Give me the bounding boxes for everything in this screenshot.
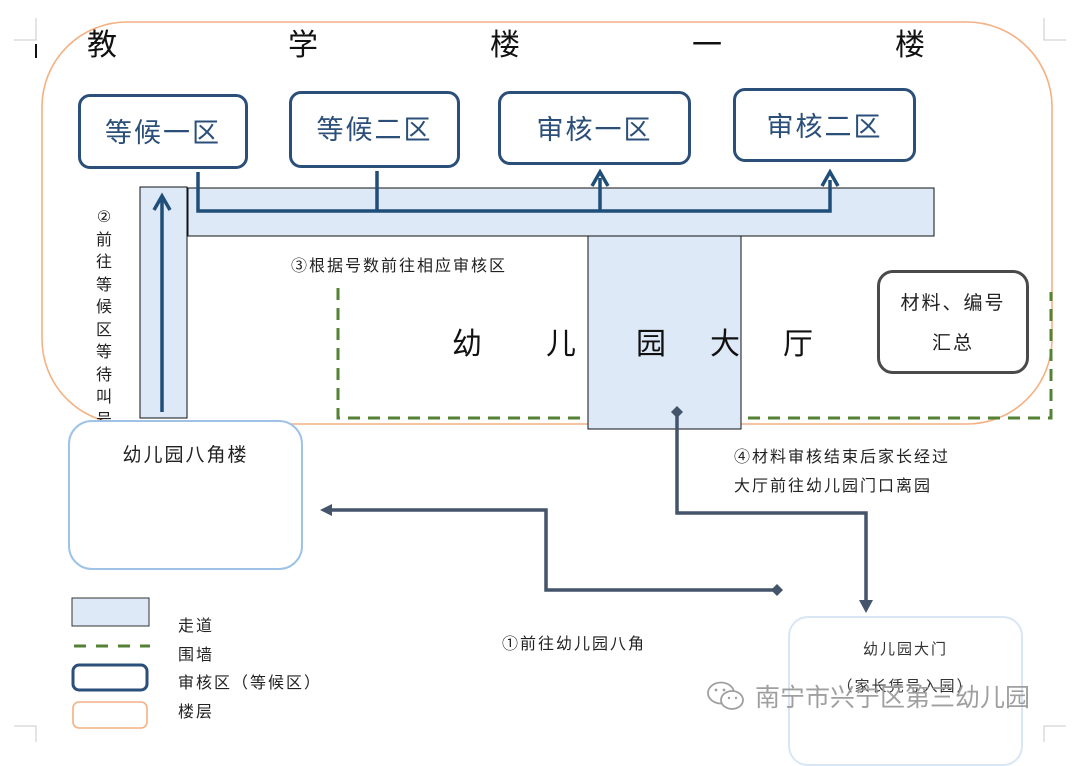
floor-outline: [41, 21, 1053, 425]
bajiao-label: 幼儿园八角楼: [122, 444, 249, 466]
step2-char: ②: [96, 207, 112, 226]
zone-label: 等候一区: [105, 118, 221, 149]
zone-review-2: 审核二区: [733, 88, 916, 162]
zone-route-lines: [196, 171, 832, 213]
legend-wall-label: 围墙: [178, 645, 215, 664]
step2-char: 往: [95, 252, 112, 271]
arrow-up-icon: [820, 168, 840, 187]
zone-waiting-1: 等候一区: [78, 94, 248, 169]
step2-char: 等: [95, 274, 112, 294]
legend-floor-swatch: [72, 701, 148, 729]
legend-corridor-swatch: [71, 597, 150, 627]
step2-label: ② 前 往 等 候 区 等 待 叫 号: [94, 206, 114, 431]
zone-label: 审核一区: [536, 115, 653, 146]
page-corner-mark: [14, 18, 37, 41]
gate-label: 幼儿园大门: [862, 640, 948, 658]
gate-sublabel: （家长凭号入园）: [837, 677, 974, 695]
legend-zone-swatch: [71, 663, 149, 692]
step2-char: 候: [95, 297, 112, 316]
bajiao-building: 幼儿园八角楼: [68, 420, 303, 570]
corridor-hall: [587, 235, 742, 430]
page-corner-mark: [1043, 725, 1066, 742]
step2-char: 等: [95, 342, 112, 361]
summary-line2: 汇总: [931, 332, 974, 354]
hall-char: 儿: [546, 327, 576, 362]
hall-char: 幼: [452, 327, 482, 362]
route-step1: [328, 508, 775, 592]
floor-title-char: 教: [87, 28, 117, 63]
hall-char: 大: [710, 327, 740, 362]
page-corner-mark: [1043, 18, 1066, 41]
summary-box: 材料、编号 汇总: [877, 270, 1029, 374]
step2-char: 待: [95, 364, 112, 384]
step3-label: ③根据号数前往相应审核区: [291, 256, 508, 275]
diamond-start-icon: [671, 406, 683, 418]
step4-label-line2: 大厅前往幼儿园门口离园: [734, 476, 933, 495]
watermark-text: 南宁市兴宁区第三幼儿园: [755, 683, 1031, 712]
step4-label-line1: ④材料审核结束后家长经过: [734, 447, 951, 466]
step2-char: 前: [95, 229, 112, 249]
step1-label: ①前往幼儿园八角: [502, 634, 647, 653]
diagram-canvas: [14, 18, 1066, 742]
zone-review-1: 审核一区: [498, 91, 691, 165]
floor-title-char: 楼: [895, 28, 925, 63]
legend-corridor-label: 走道: [178, 616, 215, 635]
watermark: 南宁市兴宁区第三幼儿园: [705, 676, 1030, 716]
floor-title-char: 学: [288, 28, 318, 63]
arrow-up-icon: [152, 192, 172, 211]
summary-line1: 材料、编号: [900, 292, 1006, 314]
arrow-left-icon: [320, 504, 332, 516]
hall-char: 园: [636, 327, 666, 362]
arrow-down-icon: [859, 600, 873, 613]
floor-title-char: 楼: [490, 28, 520, 63]
floor-title: 教 学 楼 一 楼: [60, 26, 1000, 66]
zone-label: 等候二区: [316, 115, 433, 146]
hall-char: 厅: [783, 327, 813, 362]
zone-waiting-2: 等候二区: [289, 91, 460, 168]
step2-char: 区: [95, 319, 112, 339]
route-waiting-to-review: [196, 172, 832, 213]
arrow-up-icon: [590, 168, 610, 187]
zone-label: 审核二区: [766, 112, 883, 143]
legend-zone-label: 审核区（等候区）: [178, 673, 323, 692]
step2-char: 叫: [95, 387, 112, 406]
wechat-icon: [707, 681, 744, 710]
floor-title-char: 一: [692, 28, 722, 63]
legend-floor-label: 楼层: [178, 702, 215, 721]
route-step4: [675, 414, 868, 606]
diamond-start-icon: [771, 584, 783, 596]
page-corner-mark: [14, 725, 37, 742]
